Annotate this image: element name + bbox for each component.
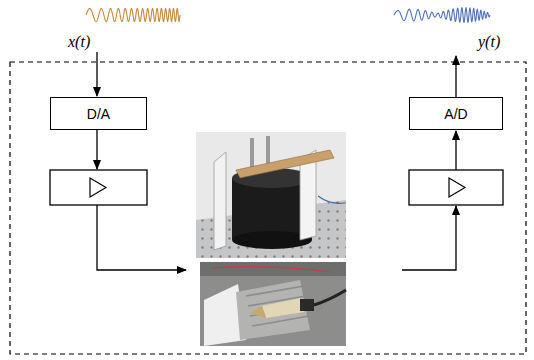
converter-box: A/D: [409, 97, 503, 130]
signal-name: x(t): [68, 33, 90, 51]
signal-wire: [455, 131, 456, 170]
signal-wire: [402, 206, 456, 270]
signal-wire: [97, 205, 186, 270]
amplifier-box: [409, 170, 503, 205]
output-signal-waveform: [394, 8, 490, 23]
amplifier-symbol: [449, 178, 465, 197]
converter-label: A/D: [444, 106, 467, 122]
shaker-photo: [196, 132, 346, 258]
amplifier-box: [50, 170, 147, 205]
signal-wire: [96, 130, 97, 169]
signal-wire: [455, 56, 456, 97]
input-signal-waveform: [86, 9, 180, 22]
signal-wire: [96, 52, 97, 96]
probe-photo: [200, 262, 346, 346]
system-boundary: [10, 62, 526, 354]
converter-box: D/A: [50, 97, 147, 130]
converter-label: D/A: [87, 106, 110, 122]
amplifier-symbol: [90, 178, 106, 197]
signal-name: y(t): [478, 33, 500, 51]
